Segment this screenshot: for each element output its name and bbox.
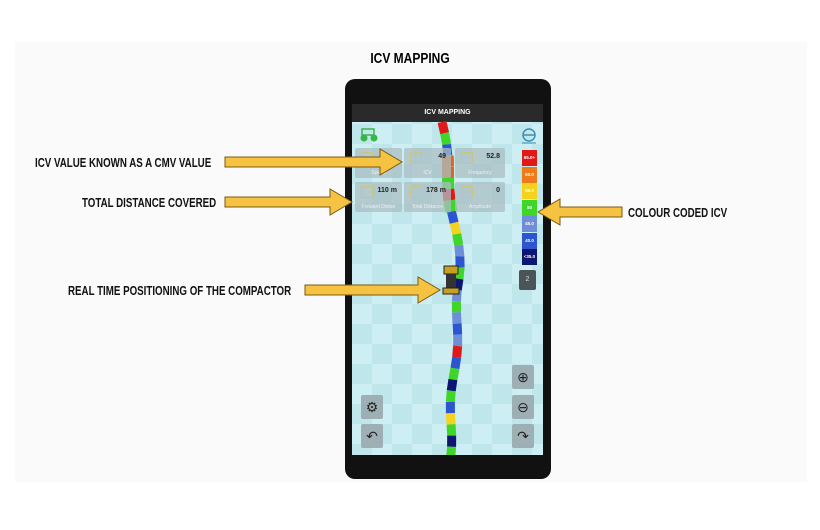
- distance-icon: [410, 186, 422, 198]
- annotation-distance: TOTAL DISTANCE COVERED: [82, 195, 217, 210]
- track-segment: [440, 132, 452, 146]
- track-segment: [437, 120, 450, 135]
- gps-signal-icon: [522, 128, 536, 144]
- track-segment: [451, 312, 462, 324]
- amplitude-value: 0: [496, 187, 500, 194]
- redo-button[interactable]: ↷: [512, 424, 534, 448]
- speed-label: Speed: [371, 170, 386, 176]
- roller-icon[interactable]: [359, 128, 379, 142]
- track-segment: [452, 345, 463, 358]
- legend-item: 45.0: [522, 216, 537, 232]
- frequency-label: Frequency: [468, 170, 492, 176]
- zoom-in-button[interactable]: ⊕: [512, 365, 534, 389]
- total-distance-label: Total Distance: [411, 204, 444, 210]
- track-segment: [446, 378, 458, 392]
- legend-item: <35.0: [522, 249, 537, 265]
- undo-button[interactable]: ↶: [361, 424, 383, 448]
- annotation-position: REAL TIME POSITIONING OF THE COMPACTOR: [68, 283, 292, 298]
- total-distance-value: 178 m: [426, 187, 446, 194]
- track-segment: [449, 221, 462, 236]
- redo-icon: ↷: [517, 428, 529, 444]
- slide-title: ICV MAPPING: [370, 50, 450, 67]
- vibration-icon: [461, 152, 473, 164]
- total-distance-card: 178 m Total Distance: [404, 182, 451, 212]
- forward-distance-value: 110 m: [377, 187, 397, 194]
- amplitude-icon: [461, 186, 473, 198]
- track-segment: [446, 424, 457, 436]
- track-segment: [454, 244, 465, 257]
- gear-icon: ⚙: [365, 399, 379, 415]
- compactor-marker: [442, 265, 460, 295]
- undo-icon: ↶: [366, 428, 378, 444]
- track-segment: [450, 356, 462, 370]
- annotation-legend: COLOUR CODED ICV: [628, 205, 728, 220]
- amplitude-label: Amplitude: [468, 204, 492, 210]
- arrow-position: [304, 276, 441, 304]
- legend-item: 50: [522, 199, 537, 216]
- annotation-icv: ICV VALUE KNOWN AS A CMV VALUE: [35, 155, 212, 170]
- settings-button[interactable]: ⚙: [361, 395, 383, 419]
- arrow-icv: [224, 148, 403, 176]
- track-segment: [446, 446, 457, 455]
- roller-gauge-icon: [410, 152, 422, 164]
- forward-distance-label: Forward Distan: [361, 204, 396, 210]
- zoom-out-icon: ⊖: [517, 399, 529, 415]
- forward-distance-card: 110 m Forward Distan: [355, 182, 402, 212]
- zoom-in-icon: ⊕: [517, 369, 529, 385]
- arrow-distance: [224, 188, 353, 216]
- zoom-out-button[interactable]: ⊖: [512, 395, 534, 419]
- legend-item: 40.0: [522, 232, 537, 249]
- track-segment: [454, 267, 465, 280]
- track-segment: [445, 412, 456, 425]
- layer-button[interactable]: 2: [519, 270, 536, 290]
- track-segment: [447, 210, 459, 224]
- track-segment: [445, 390, 456, 403]
- legend-item: 60.0: [522, 166, 537, 183]
- arrow-legend: [537, 198, 623, 226]
- frequency-value: 52.8: [486, 153, 500, 160]
- legend-item: 55.0: [522, 183, 537, 199]
- track-segment: [448, 367, 460, 381]
- icv-value: 49: [438, 153, 446, 160]
- app-title-bar: ICV MAPPING: [352, 104, 543, 122]
- track-segment: [452, 323, 463, 336]
- legend-item: 65.0+: [522, 150, 537, 166]
- distance-icon: [361, 186, 373, 198]
- icv-label: ICV: [423, 170, 432, 176]
- track-segment: [452, 233, 464, 246]
